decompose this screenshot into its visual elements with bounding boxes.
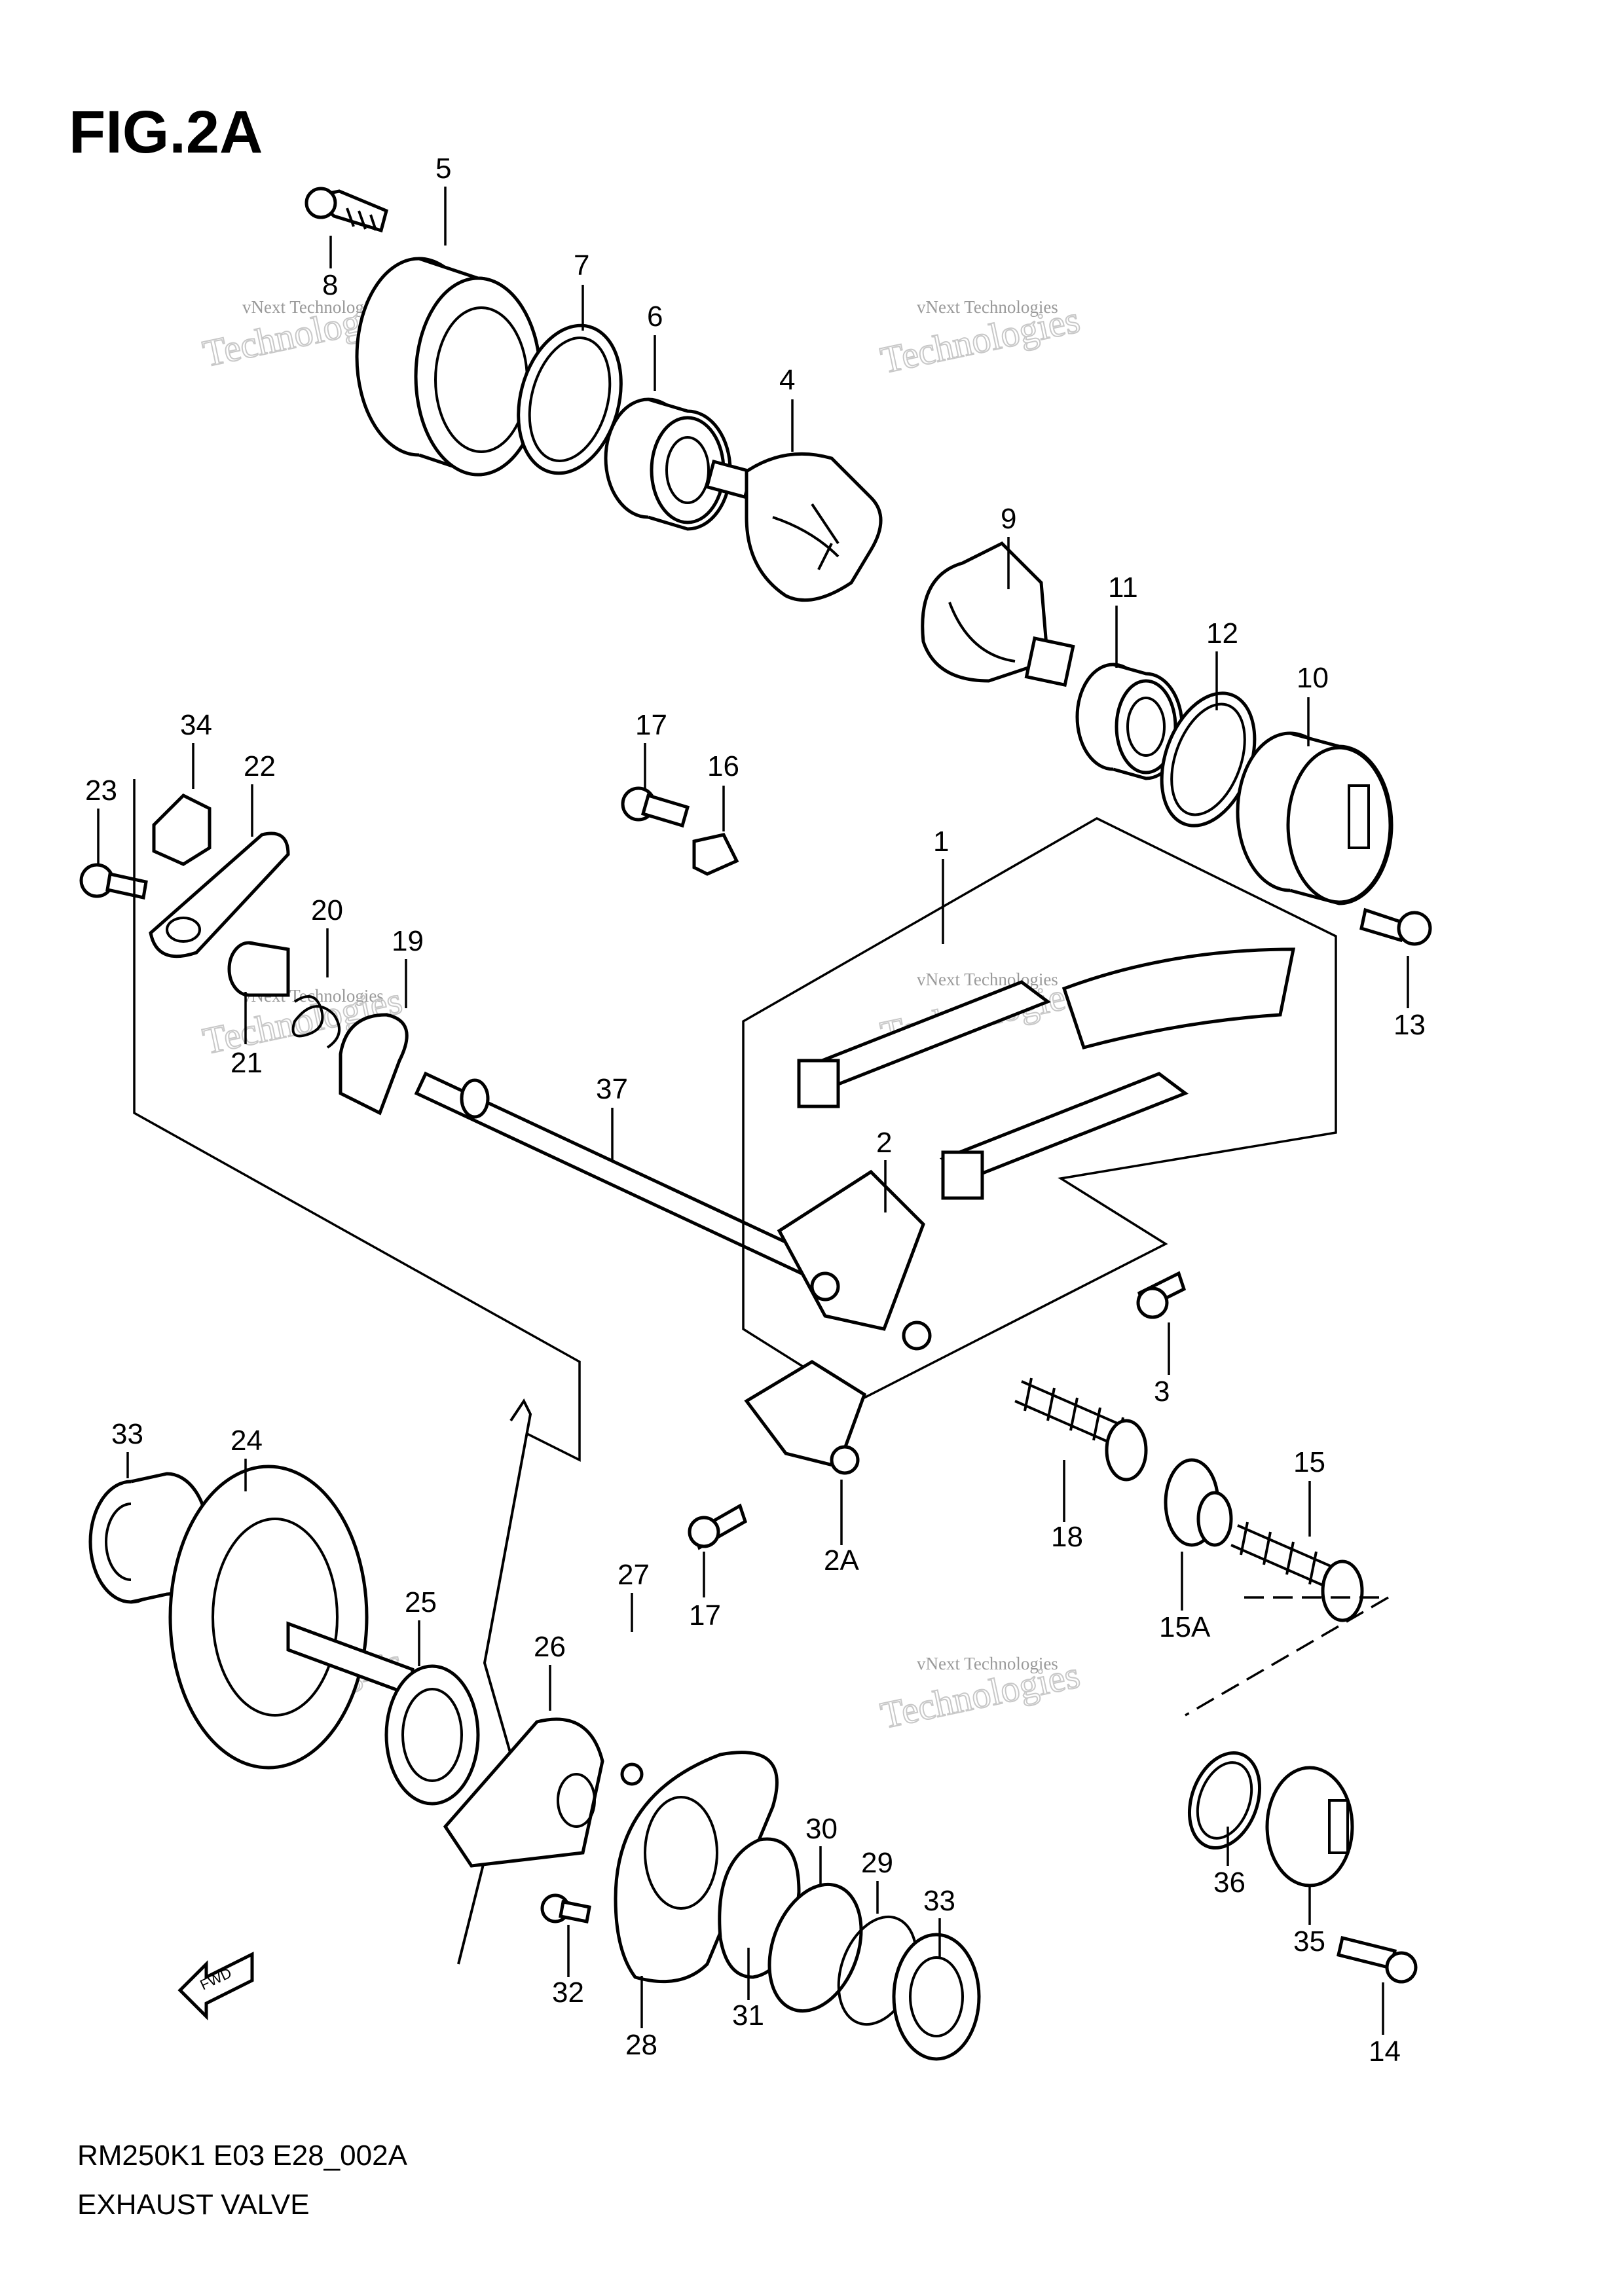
- callout-label: 13: [1393, 1009, 1426, 1041]
- bolt-8: [304, 187, 388, 233]
- callout-label: 31: [732, 1999, 764, 2032]
- callout-label: 24: [231, 1425, 263, 1457]
- callout-label: 35: [1293, 1925, 1325, 1958]
- callout-label: 20: [311, 894, 343, 926]
- valve-4: [705, 452, 883, 602]
- callout-label: 33: [111, 1418, 143, 1450]
- callout-label: 21: [231, 1047, 263, 1079]
- fwd-arrow-icon: FWD: [177, 1951, 254, 2021]
- bolt-13: [1359, 907, 1432, 946]
- callout-label: 25: [405, 1586, 437, 1618]
- bolt-14: [1337, 1935, 1418, 1984]
- watermark-text: vNext Technologies: [917, 970, 1058, 989]
- o-ring-12: [1160, 691, 1257, 828]
- callout-label: 12: [1206, 617, 1238, 649]
- bolt-23: [79, 863, 148, 900]
- cap-35: [1265, 1766, 1354, 1887]
- callout-label: 19: [392, 925, 424, 957]
- nut-16: [692, 833, 739, 876]
- callout-label: 5: [435, 153, 451, 185]
- callout-label: 32: [552, 1977, 584, 2009]
- callout-label: 37: [596, 1073, 628, 1105]
- callout-label: 8: [322, 269, 338, 301]
- callout-label: 4: [779, 364, 795, 396]
- bracket-2a: [744, 1360, 867, 1475]
- callout-label: 17: [689, 1599, 721, 1631]
- callout-label: 16: [707, 750, 739, 782]
- callout-label: 29: [861, 1847, 893, 1879]
- bolt-17-top: [621, 786, 690, 828]
- watermark-text: vNext Technologies: [917, 297, 1058, 317]
- shaft-37: [414, 1071, 834, 1286]
- valve-9: [921, 541, 1075, 687]
- ball-27: [620, 1762, 644, 1786]
- lever-assembly-1: [797, 947, 1296, 1200]
- bracket-34: [152, 793, 212, 866]
- model-code: RM250K1 E03 E28_002A: [77, 2140, 407, 2172]
- callout-label: 34: [180, 709, 212, 741]
- callout-label: 2A: [824, 1544, 859, 1576]
- link-rod: [457, 1398, 532, 1965]
- callout-label: 14: [1369, 2035, 1401, 2068]
- cap-10: [1236, 731, 1393, 905]
- spring-15: [1230, 1522, 1364, 1622]
- bearing-6: [604, 397, 732, 531]
- o-ring-7: [517, 323, 623, 475]
- screw-32: [540, 1893, 591, 1923]
- callout-label: 10: [1297, 662, 1329, 694]
- cam-19: [339, 1013, 409, 1116]
- callout-label: 27: [618, 1559, 650, 1591]
- collar-15a: [1164, 1458, 1233, 1547]
- watermark-text: vNext Technologies: [242, 297, 384, 317]
- spring-20: [291, 995, 341, 1049]
- bearing-25: [384, 1664, 480, 1806]
- callout-label: 7: [574, 249, 589, 282]
- figure-title: FIG.2A: [69, 99, 263, 166]
- spring-18: [1014, 1377, 1148, 1482]
- figure-caption: EXHAUST VALVE: [77, 2189, 310, 2221]
- reference-lines: [133, 779, 1393, 1717]
- callout-label: 36: [1213, 1867, 1246, 1899]
- gear-24: [168, 1465, 415, 1770]
- watermark-text: vNext Technologies: [917, 1654, 1058, 1673]
- screw-3: [1136, 1271, 1187, 1319]
- bearing-33-right: [892, 1933, 981, 2061]
- callout-label: 26: [534, 1631, 566, 1663]
- callout-label: 18: [1051, 1521, 1083, 1553]
- callout-label: 33: [923, 1885, 955, 1917]
- bracket-26: [443, 1717, 604, 1868]
- assembly-box-1: [742, 817, 1337, 1403]
- plate-22: [149, 831, 290, 958]
- callout-label: 3: [1154, 1376, 1170, 1408]
- plate-28: [614, 1751, 779, 1984]
- cap-5: [355, 257, 542, 477]
- callout-label: 28: [625, 2029, 657, 2061]
- callout-labels: 5 7 8 6 4 9 11 12 10 17 16 34 22 23 20 1…: [85, 153, 1426, 2068]
- callout-label: 9: [1001, 503, 1016, 535]
- callout-label: 11: [1108, 572, 1138, 604]
- callout-label: 6: [647, 301, 663, 333]
- callout-label: 22: [244, 750, 276, 782]
- callout-label: 2: [876, 1127, 892, 1159]
- callout-label: 23: [85, 774, 117, 807]
- callout-label: 1: [933, 826, 949, 858]
- bolt-17-bottom: [688, 1503, 748, 1550]
- o-ring-36: [1187, 1751, 1262, 1850]
- callout-label: 15A: [1159, 1611, 1211, 1643]
- callout-label: 30: [805, 1813, 838, 1845]
- callout-label: 15: [1293, 1446, 1325, 1478]
- leader-lines: [97, 187, 1409, 2035]
- collar-21: [227, 941, 290, 997]
- callout-label: 17: [635, 709, 667, 741]
- bracket-2: [777, 1169, 932, 1351]
